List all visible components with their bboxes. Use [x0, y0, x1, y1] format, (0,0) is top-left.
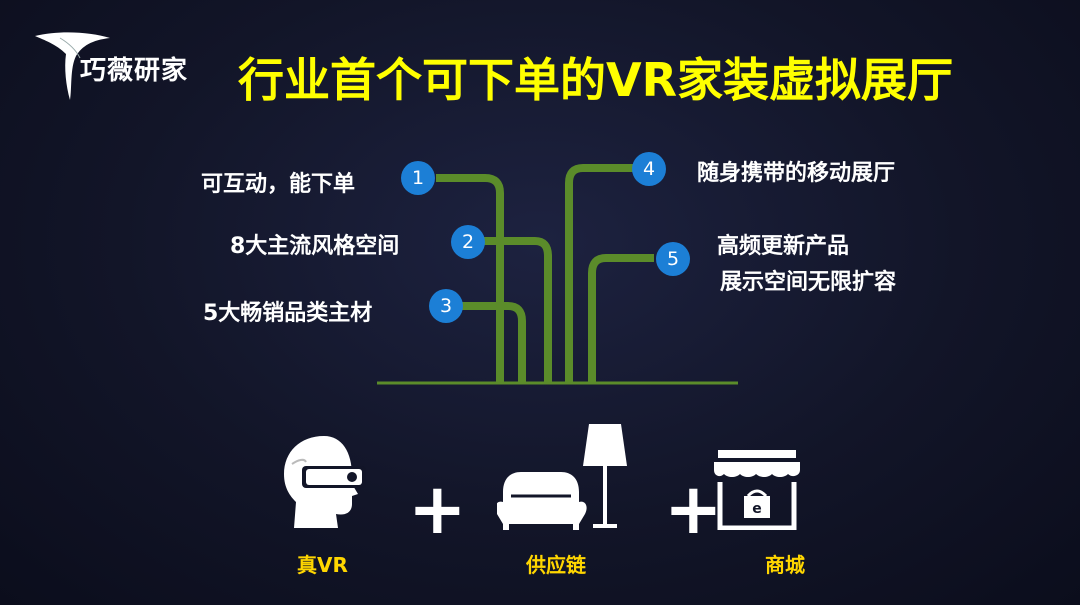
feature-5-badge: 5	[656, 242, 690, 276]
sofa-lamp-icon	[497, 424, 627, 530]
brand-logo	[35, 32, 110, 100]
feature-1-text: 可互动，能下单	[201, 172, 356, 197]
feature-2-badge: 2	[451, 225, 485, 259]
caption-supply-chain: 供应链	[526, 553, 586, 577]
plus-sign-2: +	[664, 468, 723, 550]
store-icon: e	[714, 450, 800, 530]
logo-text: 巧薇研家	[80, 56, 189, 86]
vr-headset-icon	[284, 436, 366, 528]
feature-5-text-line2: 展示空间无限扩容	[720, 270, 897, 295]
feature-4-badge: 4	[632, 152, 666, 186]
feature-3-badge: 3	[429, 289, 463, 323]
feature-2-text: 8大主流风格空间	[230, 234, 400, 259]
feature-4-text: 随身携带的移动展厅	[697, 161, 896, 186]
svg-text:e: e	[752, 501, 762, 517]
feature-1-badge: 1	[401, 161, 435, 195]
feature-3-text: 5大畅销品类主材	[203, 301, 373, 326]
feature-5-text-line1: 高频更新产品	[717, 234, 850, 259]
page-title: 行业首个可下单的VR家装虚拟展厅	[238, 53, 954, 107]
caption-vr: 真VR	[297, 553, 348, 577]
caption-mall: 商城	[765, 553, 805, 577]
plus-sign-1: +	[408, 468, 467, 550]
